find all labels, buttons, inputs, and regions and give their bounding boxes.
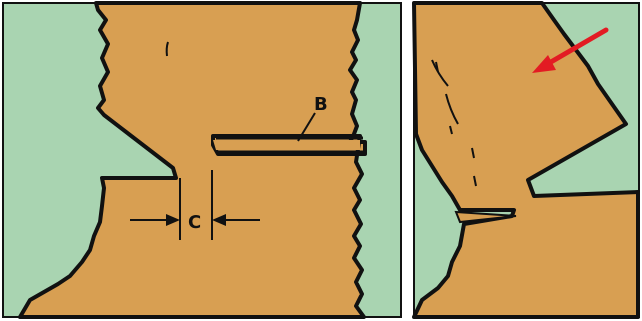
- label-c: C: [188, 212, 201, 233]
- direction-arrowhead: [532, 55, 556, 73]
- label-b: B: [314, 94, 328, 115]
- right-crack-wedge: [454, 210, 517, 224]
- right-fissure-2: [445, 93, 459, 125]
- b-leader-line: [297, 112, 316, 142]
- right-fissure-1: [431, 59, 449, 87]
- left-interior-mark: [165, 41, 169, 57]
- left-slit-crack: [213, 140, 360, 150]
- left-slit-lines: [216, 136, 363, 154]
- left-panel: B C: [2, 1, 402, 319]
- left-panel-svg: B C: [2, 1, 402, 319]
- right-fissure-5: [473, 175, 477, 187]
- right-fissure-3: [471, 147, 475, 159]
- dimension-arrowhead-right: [212, 214, 226, 226]
- right-panel-svg: [412, 1, 640, 319]
- left-tan-body: [18, 1, 367, 319]
- right-fissure-6: [435, 61, 439, 73]
- right-panel: [412, 0, 642, 321]
- right-fissure-4: [449, 125, 453, 135]
- dimension-arrowhead-left: [166, 214, 180, 226]
- right-tan-body: [412, 1, 640, 319]
- direction-arrow-line: [541, 27, 609, 69]
